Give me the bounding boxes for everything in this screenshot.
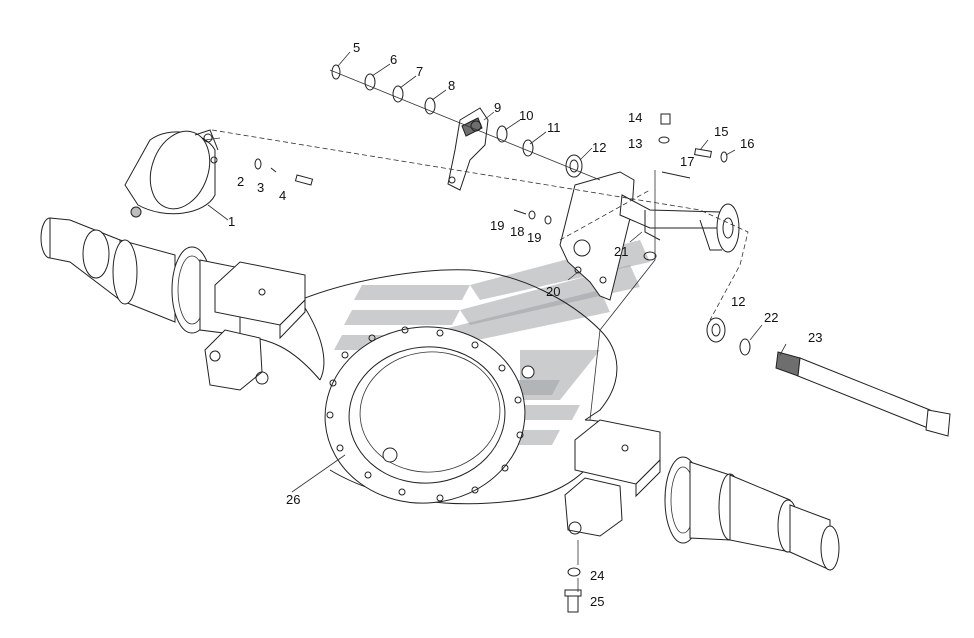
callout-14: 14 <box>628 110 642 125</box>
callout-16: 16 <box>740 136 754 151</box>
callout-23: 23 <box>808 330 822 345</box>
callout-19b: 19 <box>527 230 541 245</box>
assembly-lines <box>204 69 749 592</box>
washer-11 <box>522 139 534 157</box>
pins-18-19 <box>513 209 552 225</box>
axle-housing <box>299 269 618 505</box>
brake-chamber <box>124 129 219 218</box>
callout-1: 1 <box>228 214 235 229</box>
callout-24: 24 <box>590 568 604 583</box>
bushing-12-upper <box>565 154 583 178</box>
callout-11: 11 <box>547 120 561 135</box>
callout-25: 25 <box>590 594 604 609</box>
callout-12: 12 <box>592 140 606 155</box>
callout-13: 13 <box>628 136 642 151</box>
camshaft-bracket <box>559 171 740 301</box>
callout-5: 5 <box>353 40 360 55</box>
flange-bolt-holes <box>326 326 524 502</box>
callout-19: 19 <box>490 218 504 233</box>
washer-21 <box>643 251 657 261</box>
callout-2: 2 <box>237 174 244 189</box>
callout-9: 9 <box>494 100 501 115</box>
callout-labels: 1 2 3 4 5 6 7 8 9 10 11 12 13 14 15 16 1… <box>228 40 822 609</box>
callout-3: 3 <box>257 180 264 195</box>
callout-22: 22 <box>764 310 778 325</box>
callout-20: 20 <box>546 284 560 299</box>
callout-4: 4 <box>279 188 286 203</box>
callout-7: 7 <box>416 64 423 79</box>
camshaft-assembly <box>706 317 951 437</box>
callout-26: 26 <box>286 492 300 507</box>
callout-8: 8 <box>448 78 455 93</box>
washer-10 <box>496 125 508 143</box>
bolts-24-25 <box>564 567 582 613</box>
callout-12b: 12 <box>731 294 745 309</box>
callout-6: 6 <box>390 52 397 67</box>
washers-5-8 <box>331 64 436 115</box>
callout-15: 15 <box>714 124 728 139</box>
slack-adjuster <box>447 107 489 191</box>
pins-2-3-4 <box>254 158 314 186</box>
callout-10: 10 <box>519 108 533 123</box>
callout-18: 18 <box>510 224 524 239</box>
left-spindle <box>40 217 321 391</box>
leader-lines <box>207 51 787 493</box>
right-spindle <box>564 419 840 571</box>
callout-21: 21 <box>614 244 628 259</box>
bolts-13-17 <box>658 113 728 179</box>
callout-17: 17 <box>680 154 694 169</box>
